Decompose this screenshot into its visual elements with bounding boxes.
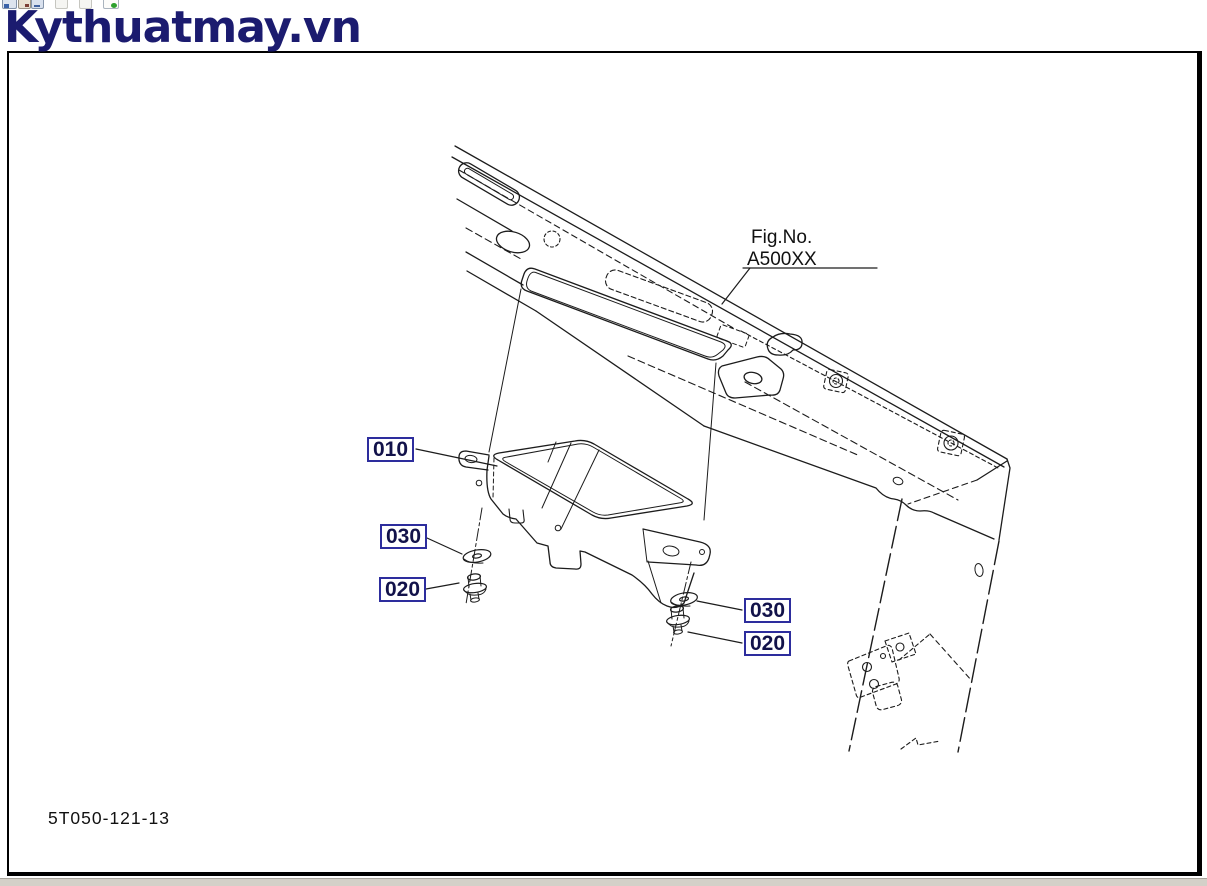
- icon-fragment: [34, 5, 40, 7]
- cropped-toolbar-icon-4[interactable]: [55, 0, 68, 9]
- callout-020-screw-left[interactable]: 020: [379, 577, 426, 602]
- cropped-toolbar: [0, 0, 1207, 9]
- site-logo-text[interactable]: Kythuatmay.vn: [4, 2, 362, 53]
- callout-020-screw-right[interactable]: 020: [744, 631, 791, 656]
- bottom-scroll-strip: [0, 878, 1207, 886]
- cropped-toolbar-icon-3[interactable]: [31, 0, 44, 9]
- callout-030-washer-left[interactable]: 030: [380, 524, 427, 549]
- callout-030-washer-right[interactable]: 030: [744, 598, 791, 623]
- icon-fragment: [25, 4, 29, 7]
- refresh-green-icon: [111, 3, 117, 8]
- cropped-toolbar-icon-5[interactable]: [79, 0, 92, 9]
- callout-010-meter-panel[interactable]: 010: [367, 437, 414, 462]
- icon-fragment: [4, 4, 9, 8]
- diagram-frame: [7, 51, 1202, 876]
- cropped-toolbar-icon-6-green[interactable]: [103, 0, 119, 9]
- cropped-toolbar-icon-1[interactable]: [2, 0, 17, 9]
- cropped-toolbar-icon-2[interactable]: [18, 0, 31, 9]
